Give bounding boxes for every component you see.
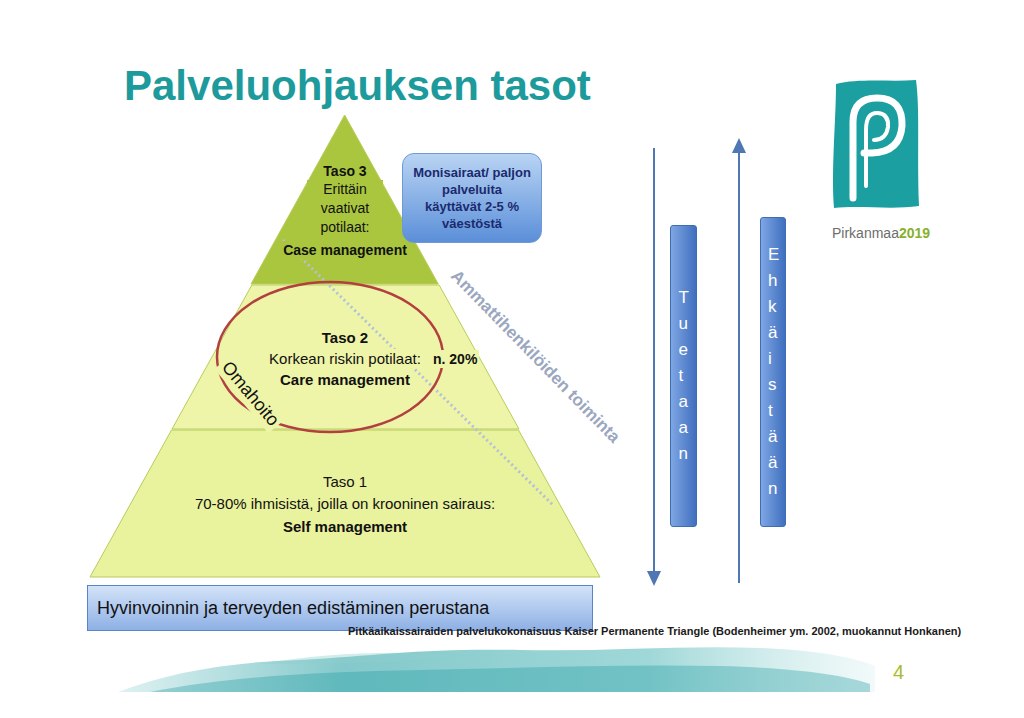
watercolor-wave [260,653,470,664]
pyramid-level: Taso 2 Korkean riskin potilaat: n. 20% Care… [172,285,519,430]
pyramid-level: Taso 1 70-80% ihmisistä, joilla on krooni… [90,430,600,578]
logo-mark [866,113,888,186]
logo-mark [853,98,902,198]
foundation-text: Hyvinvoinnin ja terveyden edistäminen pe… [88,593,489,623]
level-name: Self management [281,517,409,536]
pyramid-band [90,430,600,577]
arrow-head [647,571,661,586]
level-description: 70-80% ihmisistä, joilla on krooninen sa… [193,494,497,513]
level-description: Erittäin vaativat potilaat: [307,180,383,237]
callout-text: Monisairaat/ paljon palveluita käyttävät… [413,164,531,232]
logo-square [833,80,919,208]
level-heading: Taso 3 [321,162,368,180]
watercolor-wave [118,647,875,692]
level-name: Case management [281,241,409,259]
dotted-divider [283,240,553,505]
logo-text: Pirkanmaa [832,225,899,242]
logo-year: 2019 [899,225,930,242]
vertical-label-box: Tuetaan [670,225,697,527]
page-number: 4 [893,660,904,684]
vertical-text: Ehkäistään [768,242,769,502]
slide-title: Palveluohjauksen tasot [124,62,591,110]
share-label: n. 20% [431,350,479,368]
foundation-bar: Hyvinvoinnin ja terveyden edistäminen pe… [87,585,593,631]
up-arrow [738,152,740,583]
pyramid-band [172,285,519,429]
watercolor-wave [150,665,870,692]
level-description: Korkean riskin potilaat: [267,349,423,368]
level-name: Care management [278,370,412,389]
down-arrow [653,148,655,572]
arrow-head [732,138,746,153]
source-caption: Pitkäaikaissairaiden palvelukokonaisuus … [348,625,961,637]
level-heading: Taso 2 [320,328,370,347]
vertical-label-box: Ehkäistään [760,217,786,527]
callout-box: Monisairaat/ paljon palveluita käyttävät… [402,153,542,243]
level-heading: Taso 1 [321,472,369,491]
vertical-text: Tuetaan [679,285,680,467]
